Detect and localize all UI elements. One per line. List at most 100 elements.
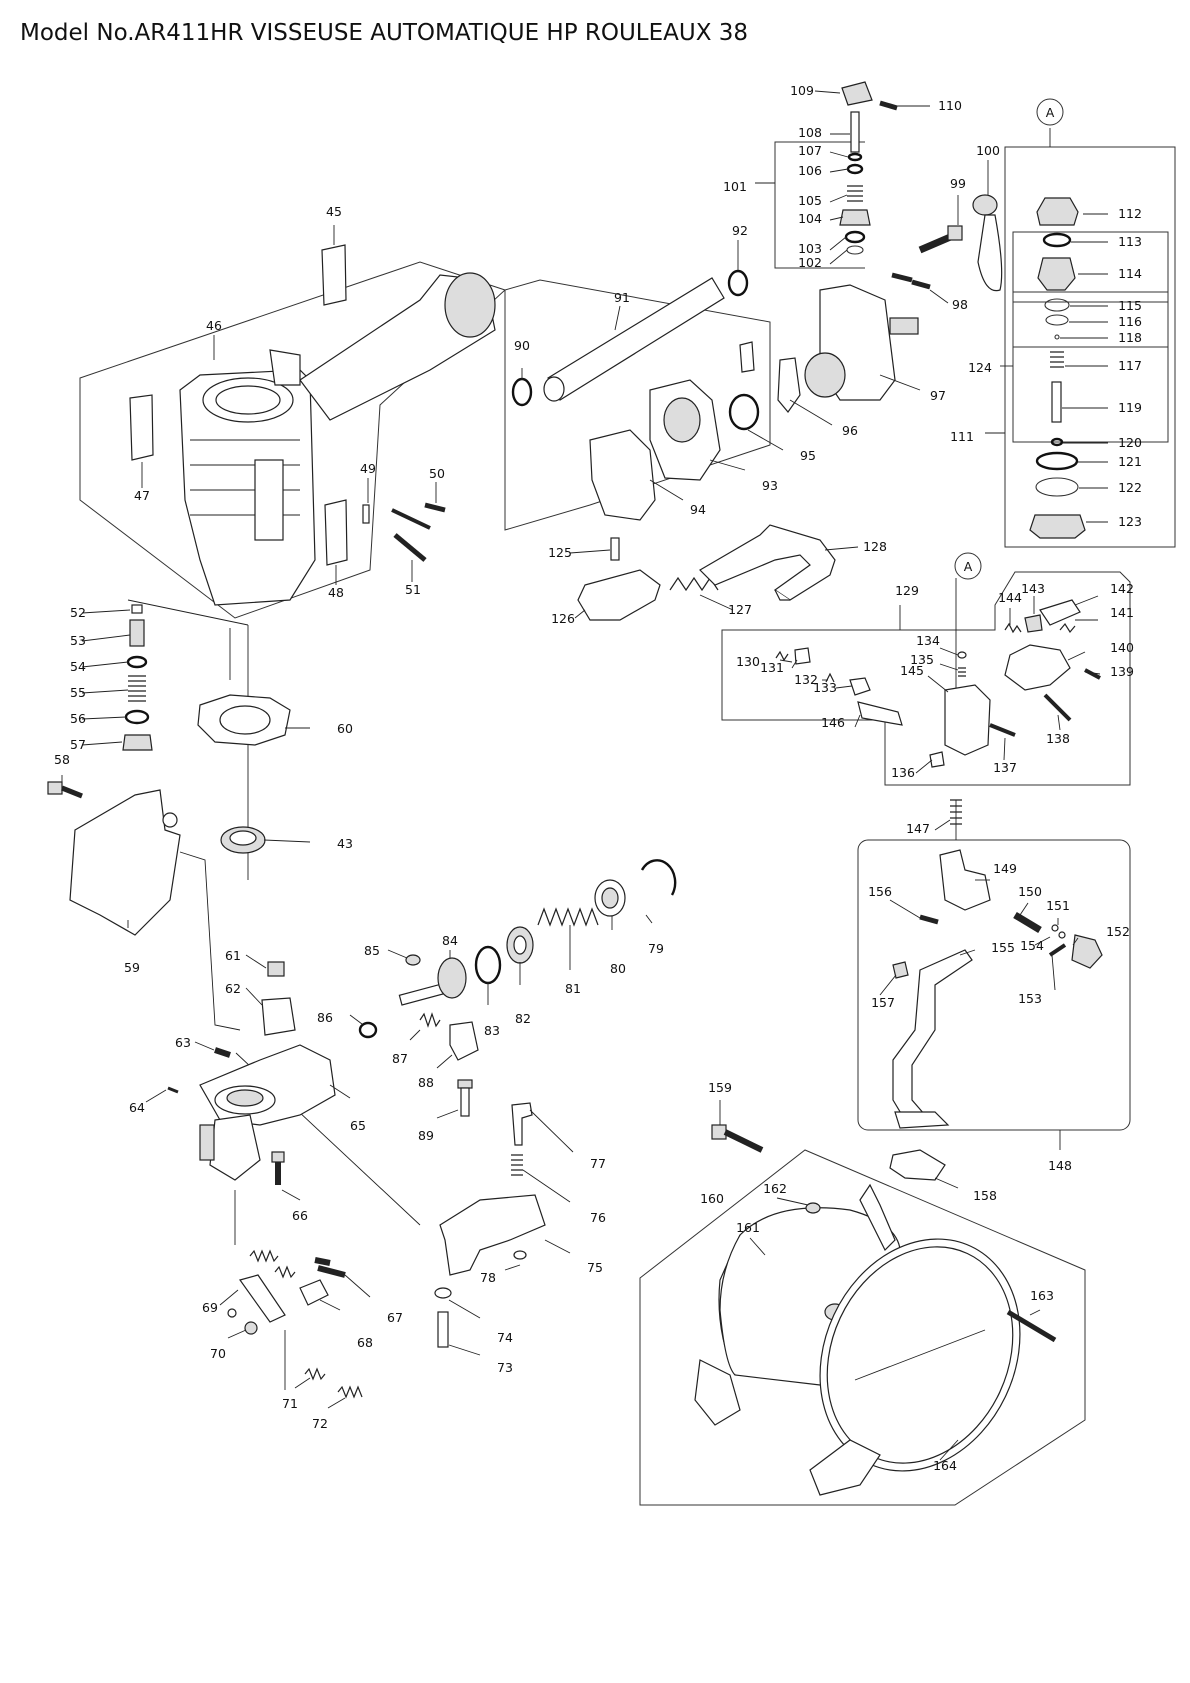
part-label-132: 132	[794, 672, 818, 687]
leader-lines	[61, 90, 1108, 1461]
bolt-99	[918, 225, 963, 254]
part-53	[129, 619, 145, 647]
part-label-57: 57	[70, 737, 86, 752]
part-label-72: 72	[312, 1416, 328, 1431]
part-label-55: 55	[70, 685, 86, 700]
part-label-157: 157	[871, 995, 895, 1010]
part-label-145: 145	[900, 663, 924, 678]
pin-73	[437, 1311, 449, 1348]
part-104	[839, 209, 871, 226]
part-126	[577, 569, 661, 621]
part-label-83: 83	[484, 1023, 500, 1038]
part-96	[777, 357, 801, 413]
callout-a-mid: A	[954, 552, 982, 580]
piston-84	[398, 957, 467, 1006]
part-label-76: 76	[590, 1210, 606, 1225]
part-label-130: 130	[736, 654, 760, 669]
box-113	[1012, 231, 1169, 303]
part-label-48: 48	[328, 585, 344, 600]
part-88	[449, 1021, 479, 1061]
part-123	[1029, 514, 1086, 539]
part-label-97: 97	[930, 388, 946, 403]
part-label-141: 141	[1110, 605, 1134, 620]
part-label-71: 71	[282, 1396, 298, 1411]
group-129	[721, 571, 1131, 786]
part-label-89: 89	[418, 1128, 434, 1143]
part-label-128: 128	[863, 539, 887, 554]
stem-108	[850, 111, 860, 153]
part-label-152: 152	[1106, 924, 1130, 939]
part-label-110: 110	[938, 98, 962, 113]
part-label-69: 69	[202, 1300, 218, 1315]
part-label-118: 118	[1118, 330, 1142, 345]
part-label-126: 126	[551, 611, 575, 626]
part-label-131: 131	[760, 660, 784, 675]
part-label-85: 85	[364, 943, 380, 958]
part-label-121: 121	[1118, 454, 1142, 469]
part-label-49: 49	[360, 461, 376, 476]
part-label-63: 63	[175, 1035, 191, 1050]
sticker-47	[129, 394, 154, 461]
box-111	[1004, 146, 1176, 548]
part-label-111: 111	[950, 429, 974, 444]
part-label-156: 156	[868, 884, 892, 899]
pin-89	[457, 1079, 473, 1117]
part-label-47: 47	[134, 488, 150, 503]
part-label-125: 125	[548, 545, 572, 560]
part-label-120: 120	[1118, 435, 1142, 450]
part-label-123: 123	[1118, 514, 1142, 529]
part-label-114: 114	[1118, 266, 1142, 281]
washer-74	[434, 1287, 452, 1299]
ring-95	[728, 393, 760, 431]
part-label-81: 81	[565, 981, 581, 996]
part-62	[261, 997, 296, 1036]
part-label-92: 92	[732, 223, 748, 238]
washer-162	[805, 1202, 821, 1214]
lever-69	[239, 1274, 286, 1323]
part-label-122: 122	[1118, 480, 1142, 495]
part-label-87: 87	[392, 1051, 408, 1066]
group-148	[857, 839, 1131, 1131]
screw-58	[47, 781, 83, 799]
part-label-112: 112	[1118, 206, 1142, 221]
cover-164	[809, 1238, 1021, 1496]
part-label-59: 59	[124, 960, 140, 975]
part-label-135: 135	[910, 652, 934, 667]
frame-65	[199, 1044, 336, 1181]
spring-81	[537, 907, 599, 927]
box-115	[1012, 291, 1169, 348]
knob-152	[1071, 934, 1103, 969]
group-160	[639, 1149, 1086, 1506]
part-label-116: 116	[1118, 314, 1142, 329]
parts-art	[47, 81, 1103, 1496]
part-label-105: 105	[798, 193, 822, 208]
lever-128	[699, 524, 836, 601]
part-label-142: 142	[1110, 581, 1134, 596]
bracket-59	[69, 789, 181, 936]
part-label-133: 133	[813, 680, 837, 695]
part-label-106: 106	[798, 163, 822, 178]
part-label-66: 66	[292, 1208, 308, 1223]
part-label-99: 99	[950, 176, 966, 191]
part-label-154: 154	[1020, 938, 1044, 953]
part-label-161: 161	[736, 1220, 760, 1235]
part-label-147: 147	[906, 821, 930, 836]
block-149	[939, 849, 991, 911]
part-142	[1039, 599, 1081, 626]
part-label-52: 52	[70, 605, 86, 620]
pin-125	[610, 537, 620, 561]
clip-79	[640, 859, 677, 896]
ring-92	[727, 269, 749, 297]
part-label-148: 148	[1048, 1158, 1072, 1173]
part-label-98: 98	[952, 297, 968, 312]
part-label-82: 82	[515, 1011, 531, 1026]
bolt-159	[711, 1124, 764, 1153]
part-158	[889, 1149, 946, 1181]
lever-140	[1004, 644, 1071, 691]
part-label-164: 164	[933, 1458, 957, 1473]
part-label-144: 144	[998, 590, 1022, 605]
part-77	[511, 1102, 533, 1146]
part-label-67: 67	[387, 1310, 403, 1325]
